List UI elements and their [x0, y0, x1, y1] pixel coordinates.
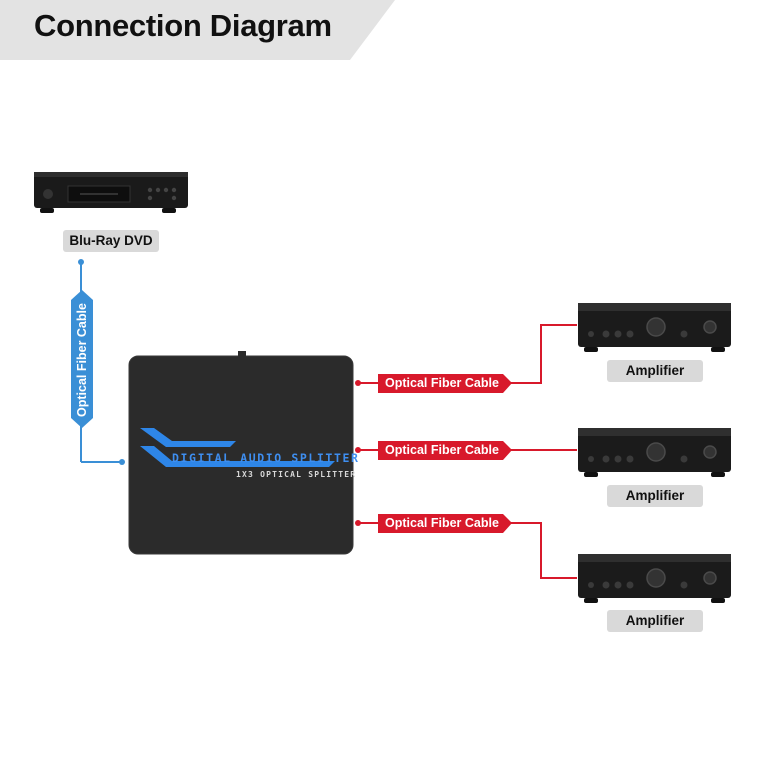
amplifier-image-2: [578, 428, 731, 477]
header-band: [0, 0, 395, 60]
input-cable-label-text: Optical Fiber Cable: [75, 303, 89, 417]
output-cable-1: [355, 324, 577, 393]
bluray-label: Blu-Ray DVD: [63, 230, 159, 252]
splitter-title: DIGITAL AUDIO SPLITTER: [172, 451, 360, 465]
amplifier-label-1: Amplifier: [607, 360, 703, 382]
splitter-subtitle: 1X3 OPTICAL SPLITTER: [236, 470, 357, 479]
page-title: Connection Diagram: [34, 8, 332, 43]
bluray-player-image: [34, 172, 188, 213]
output-cable-label-3: Optical Fiber Cable: [385, 516, 499, 530]
output-cable-label-1: Optical Fiber Cable: [385, 376, 499, 390]
amplifier-label-2: Amplifier: [607, 485, 703, 507]
output-cable-2: [355, 441, 577, 460]
input-cable-label: Optical Fiber Cable: [71, 290, 93, 428]
output-cable-3: [355, 514, 577, 579]
input-cable: [71, 259, 125, 465]
splitter-device: [128, 351, 354, 555]
output-cable-label-2: Optical Fiber Cable: [385, 443, 499, 457]
amplifier-image-1: [578, 303, 731, 352]
amplifier-label-3: Amplifier: [607, 610, 703, 632]
amplifier-image-3: [578, 554, 731, 603]
